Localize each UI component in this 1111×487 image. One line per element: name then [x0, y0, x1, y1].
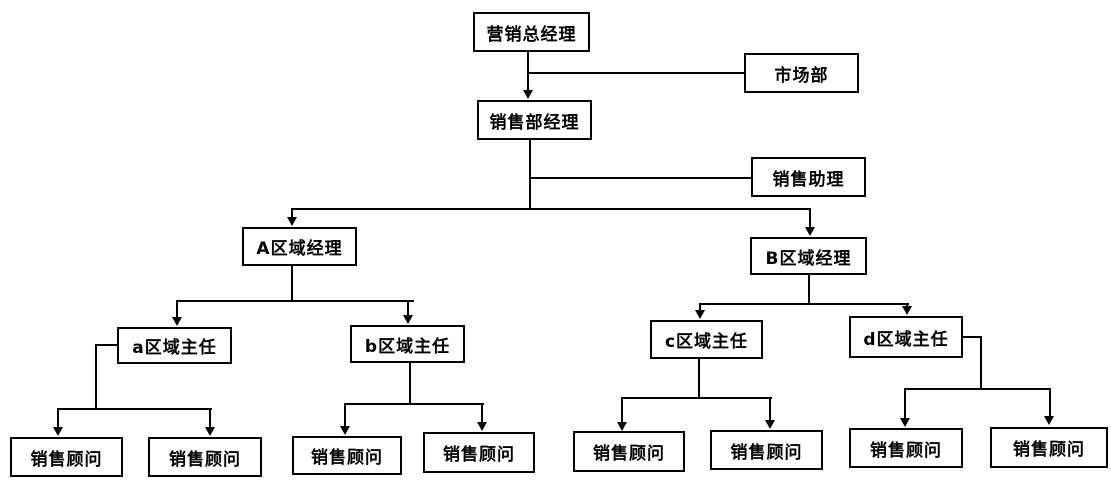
arrowhead-down-icon — [805, 227, 815, 236]
org-node-market-dept: 市场部 — [744, 53, 859, 93]
org-node-region-a: A区域经理 — [242, 227, 357, 266]
connector-line — [344, 403, 346, 426]
connector-line — [699, 303, 909, 305]
org-node-consultant: 销售顾问 — [10, 437, 123, 477]
org-node-consultant: 销售顾问 — [710, 430, 823, 470]
arrowhead-down-icon — [523, 90, 533, 99]
arrowhead-down-icon — [695, 310, 705, 319]
connector-line — [769, 397, 771, 420]
org-node-region-b: B区域经理 — [750, 237, 867, 275]
connector-line — [344, 403, 484, 405]
org-node-consultant: 销售顾问 — [148, 437, 262, 477]
connector-line — [407, 300, 409, 316]
connector-line — [291, 266, 293, 302]
connector-line — [699, 303, 701, 311]
connector-line — [527, 72, 745, 74]
arrowhead-down-icon — [765, 420, 775, 429]
org-node-district-d: d区域主任 — [849, 316, 963, 358]
connector-line — [621, 397, 623, 422]
org-node-sales-assistant: 销售助理 — [751, 157, 866, 197]
org-node-marketing-gm: 营销总经理 — [473, 12, 590, 52]
connector-line — [176, 300, 414, 302]
connector-line — [57, 408, 212, 410]
arrowhead-down-icon — [617, 422, 627, 431]
arrowhead-down-icon — [340, 426, 350, 435]
connector-line — [906, 303, 908, 308]
connector-line — [980, 336, 982, 390]
connector-line — [409, 363, 411, 405]
org-node-district-c: c区域主任 — [650, 320, 763, 359]
org-node-district-b: b区域主任 — [350, 325, 465, 363]
connector-line — [57, 408, 59, 428]
arrowhead-down-icon — [287, 217, 297, 226]
connector-line — [904, 388, 1051, 390]
connector-line — [961, 336, 982, 338]
org-node-consultant: 销售顾问 — [573, 431, 685, 472]
arrowhead-down-icon — [477, 422, 487, 431]
arrowhead-down-icon — [53, 427, 63, 436]
arrowhead-down-icon — [1044, 416, 1054, 425]
org-node-consultant: 销售顾问 — [849, 428, 963, 468]
connector-line — [808, 275, 810, 305]
connector-line — [529, 177, 751, 179]
org-node-consultant: 销售顾问 — [423, 432, 535, 473]
org-node-sales-manager: 销售部经理 — [477, 100, 592, 140]
connector-line — [481, 403, 483, 422]
org-node-consultant: 销售顾问 — [990, 427, 1108, 468]
connector-line — [176, 300, 178, 318]
connector-line — [291, 208, 293, 218]
arrowhead-down-icon — [403, 315, 413, 324]
connector-line — [527, 51, 529, 92]
arrowhead-down-icon — [205, 427, 215, 436]
arrowhead-down-icon — [900, 418, 910, 427]
connector-line — [95, 344, 97, 410]
connector-line — [904, 388, 906, 418]
connector-line — [95, 344, 119, 346]
connector-line — [1049, 388, 1051, 416]
connector-line — [809, 208, 811, 228]
arrowhead-down-icon — [172, 317, 182, 326]
connector-line — [621, 397, 772, 399]
connector-line — [698, 359, 700, 399]
org-node-consultant: 销售顾问 — [292, 436, 402, 475]
connector-line — [209, 408, 211, 428]
connector-line — [291, 208, 811, 210]
arrowhead-down-icon — [902, 306, 912, 315]
connector-line — [529, 140, 531, 210]
org-node-district-a: a区域主任 — [117, 327, 232, 364]
